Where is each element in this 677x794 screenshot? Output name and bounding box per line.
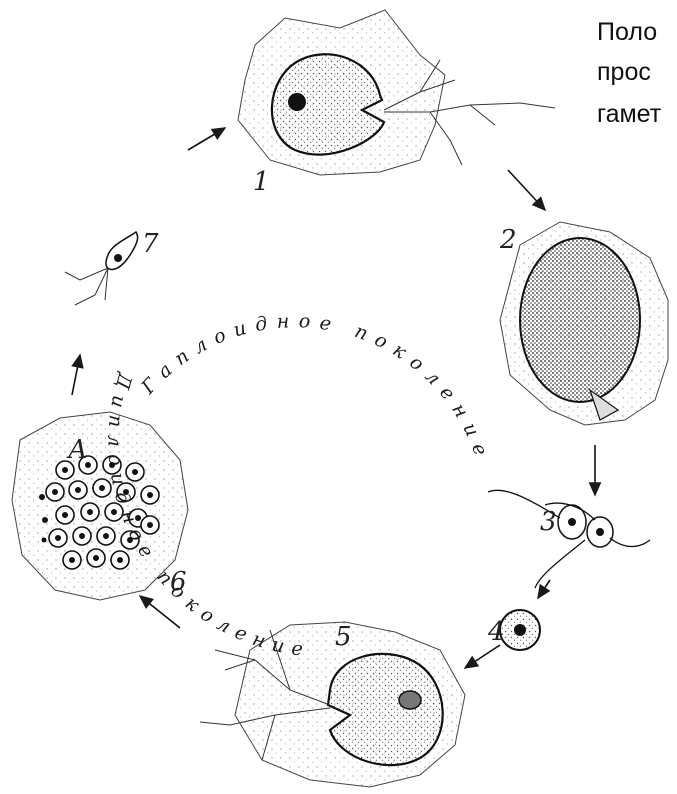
cycle-arrows	[72, 128, 595, 668]
stage-5-cell	[200, 622, 465, 787]
caption-line-3: гамет	[597, 100, 661, 129]
caption-line-2: прос	[597, 58, 651, 87]
diploid-label: Диплоидное поколение	[103, 370, 311, 662]
stage-7-zoospore	[65, 232, 138, 305]
label-a: А	[66, 435, 88, 465]
stage-4-zygote	[500, 610, 540, 650]
stage-2-number: 2	[499, 225, 517, 255]
stage-1-number: 1	[253, 167, 270, 197]
haploid-label: Гаплоидное поколение	[137, 310, 495, 467]
stage-2-cell	[500, 222, 668, 425]
stage-7-number: 7	[142, 229, 159, 259]
stage-3-number: 3	[540, 507, 557, 537]
stage-4-number: 4	[487, 617, 505, 647]
stage-5-number: 5	[335, 622, 352, 652]
caption-line-1: Поло	[597, 18, 657, 47]
stage-3-gametes	[488, 490, 650, 588]
stage-1-cell	[238, 10, 555, 175]
